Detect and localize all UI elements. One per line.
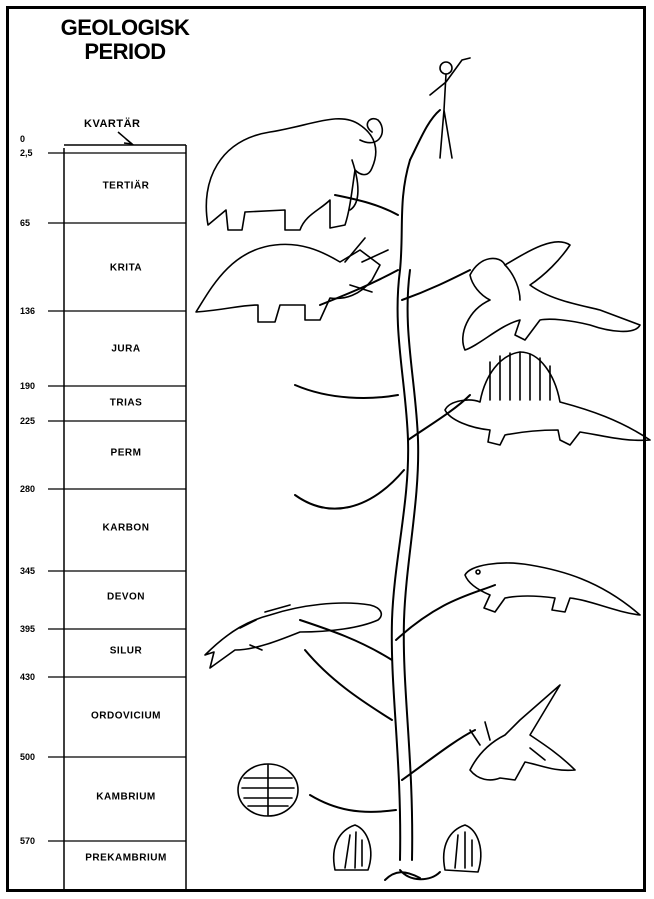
branch-bird [402,270,470,300]
branch-crinoid [402,730,475,780]
branch-fish [300,620,392,660]
period-label: KARBON [64,523,188,534]
period-label: PERM [64,448,188,459]
period-label: KAMBRIUM [64,792,188,803]
archaeopteryx [463,242,640,350]
tree-trunk [392,160,410,860]
branch-left-2 [295,470,404,509]
dimetrodon [445,352,650,445]
tree-of-life [295,110,495,880]
branch-amphibian [396,585,495,640]
period-label: PREKAMBRIUM [64,853,188,864]
stromatolites [334,825,481,872]
branch-left-3 [305,650,392,720]
tree-trunk-edge [404,270,418,860]
branch-left-1 [295,385,398,398]
trilobite [238,764,298,816]
armored-fish [205,603,381,668]
branch-human [410,110,440,160]
timeline-column [64,132,186,890]
period-boundaries [48,153,186,841]
period-label: DEVON [64,592,188,603]
branch-mammoth [335,195,398,215]
period-label: TERTIÄR [64,181,188,192]
period-label: SILUR [64,646,188,657]
branch-trilobite [310,795,396,812]
tree-roots [385,870,440,880]
period-label: ORDOVICIUM [64,711,188,722]
mammoth [206,119,382,230]
period-label: KRITA [64,263,188,274]
amphibian [465,563,640,615]
kvartar-arrowhead [124,139,132,144]
triceratops [196,238,388,322]
period-label: JURA [64,344,188,355]
human-figure [430,58,470,158]
period-label: TRIAS [64,398,188,409]
crinoid-arthropod [470,685,575,780]
